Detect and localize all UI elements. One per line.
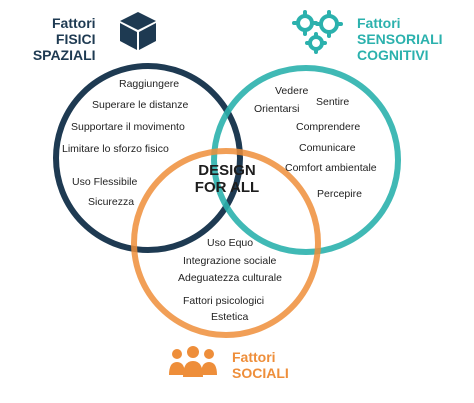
social-header-line2: SOCIALI — [232, 365, 289, 381]
sensorial-header-line2: SENSORIALI — [357, 31, 443, 47]
social-header-line1: Fattori — [232, 349, 276, 365]
physical-header-line2: FISICI — [55, 31, 96, 47]
physical-item: Limitare lo sforzo fisico — [62, 143, 169, 155]
physical-item: Supportare il movimento — [71, 121, 185, 133]
physical-header-line3: SPAZIALI — [32, 47, 96, 63]
circle-social — [131, 148, 321, 338]
sensorial-item: Comprendere — [296, 121, 361, 133]
center-title-line2: FOR ALL — [194, 179, 260, 196]
social-item: Adeguatezza culturale — [178, 272, 282, 284]
sensorial-item: Comfort ambientale — [285, 162, 377, 174]
people-group-icon — [169, 346, 217, 377]
social-item: Uso Equo — [207, 237, 254, 249]
physical-header-line1: Fattori — [52, 15, 96, 31]
cube-icon — [120, 12, 156, 50]
center-title-line1: DESIGN — [198, 162, 256, 179]
physical-item: Uso Flessibile — [72, 176, 138, 188]
sensorial-item: Vedere — [275, 85, 309, 97]
social-item: Integrazione sociale — [183, 255, 277, 267]
gears-icon — [292, 10, 343, 54]
physical-header: Fattori FISICI SPAZIALI — [33, 15, 96, 63]
sensorial-header-line1: Fattori — [357, 15, 401, 31]
sensorial-item: Sentire — [316, 96, 350, 108]
sensorial-header: Fattori SENSORIALI COGNITIVI — [357, 15, 443, 63]
sensorial-item: Percepire — [317, 188, 362, 200]
sensorial-item: Orientarsi — [254, 103, 300, 115]
social-header: Fattori SOCIALI — [232, 349, 289, 381]
physical-item: Superare le distanze — [92, 99, 189, 111]
physical-item: Sicurezza — [88, 196, 135, 208]
center-title: DESIGN FOR ALL — [183, 162, 271, 196]
sensorial-header-line3: COGNITIVI — [357, 47, 429, 63]
social-item: Estetica — [211, 311, 249, 323]
circle-sensorial — [211, 65, 401, 255]
circle-physical — [53, 63, 243, 253]
social-item: Fattori psicologici — [183, 295, 265, 307]
sensorial-item: Comunicare — [299, 142, 356, 154]
physical-item: Raggiungere — [119, 78, 180, 90]
